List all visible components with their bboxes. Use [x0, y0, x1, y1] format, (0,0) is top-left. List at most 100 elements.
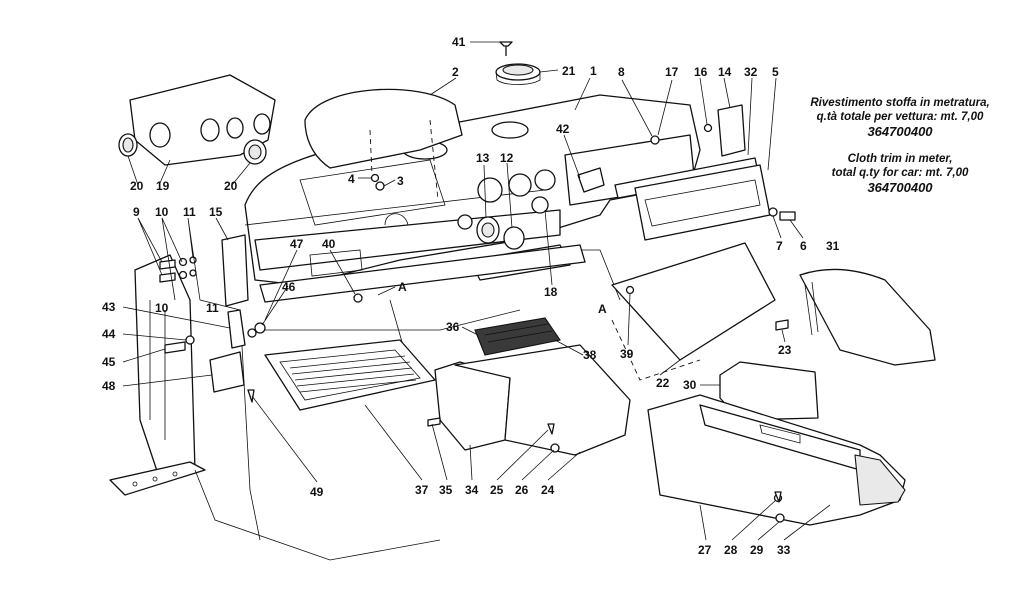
- callout: 37: [415, 483, 429, 497]
- callout: 12: [500, 151, 514, 165]
- glovebox-lid-inner: [644, 179, 761, 227]
- leader-lines: [122, 41, 831, 541]
- callout: 11: [206, 301, 219, 315]
- callout: 26: [515, 483, 529, 497]
- callout: 41: [452, 35, 466, 49]
- callout: 30: [683, 378, 697, 392]
- note-en-code: 364700400: [867, 180, 933, 195]
- callout: 14: [718, 65, 732, 79]
- callout: 9: [133, 205, 140, 219]
- callout: 10: [155, 301, 169, 315]
- washer-26: [550, 443, 560, 453]
- callout: 13: [476, 151, 490, 165]
- section-mark-arrow: [377, 286, 396, 296]
- callout: 48: [102, 379, 116, 393]
- note-it-line1: Rivestimento stoffa in metratura,: [810, 97, 990, 109]
- callout: 27: [698, 543, 712, 557]
- side-panel-24: [454, 344, 631, 456]
- callout: 25: [490, 483, 504, 497]
- storage-box-30: [719, 361, 819, 421]
- screw-25: [547, 423, 555, 435]
- hood-fit-line: [369, 119, 439, 201]
- pedal-cover-38: [474, 317, 561, 356]
- section-mark-a: A: [598, 302, 607, 316]
- note-english: Cloth trim in meter, total q.ty for car:…: [790, 152, 1010, 196]
- instrument-hood: [304, 88, 463, 169]
- clip-40: [353, 293, 363, 303]
- bracket-14: [717, 104, 746, 157]
- screw-41: [499, 41, 513, 56]
- note-it-line2: q.tà totale per vettura: mt. 7,00: [816, 111, 984, 123]
- fastener-17: [650, 135, 660, 145]
- washer-29: [775, 513, 785, 523]
- screw-23: [775, 319, 789, 331]
- screw-28: [774, 491, 782, 503]
- side-panel-22: [611, 242, 776, 361]
- callout: 3: [397, 174, 404, 188]
- callout: 46: [282, 280, 296, 294]
- nut-4: [370, 173, 380, 183]
- knob-12: [503, 226, 525, 250]
- callout: 40: [322, 237, 336, 251]
- clip-16: [703, 123, 713, 133]
- panel-fit-line: [611, 319, 701, 381]
- callout: 42: [556, 122, 570, 136]
- callout: 28: [724, 543, 738, 557]
- callout: 33: [777, 543, 791, 557]
- bracket-42: [577, 167, 605, 193]
- callout: 2: [452, 65, 459, 79]
- nut-47: [247, 328, 257, 338]
- callout: 21: [562, 64, 576, 78]
- callout: 35: [439, 483, 453, 497]
- callout: 22: [656, 376, 670, 390]
- callout: 39: [620, 347, 634, 361]
- fastener-group-9-11: [159, 256, 197, 283]
- callout: 15: [209, 205, 223, 219]
- callout: 44: [102, 327, 116, 341]
- callout: 36: [446, 320, 460, 334]
- callout: 6: [800, 239, 807, 253]
- callout: 11: [183, 205, 196, 219]
- callout: 8: [618, 65, 625, 79]
- washer-3: [375, 181, 385, 191]
- callout: 23: [778, 343, 792, 357]
- washer-44: [185, 335, 195, 345]
- callout: 32: [744, 65, 758, 79]
- callout: 24: [541, 483, 555, 497]
- note-it-code: 364700400: [867, 124, 933, 139]
- callout: 7: [776, 239, 783, 253]
- floor-mat-37: [264, 339, 436, 411]
- callout: 1: [590, 64, 597, 78]
- screw-35: [427, 417, 441, 427]
- section-mark-a: A: [398, 280, 407, 294]
- knob-13-center: [481, 222, 495, 238]
- callout: 20: [224, 179, 238, 193]
- callout: 49: [310, 485, 324, 499]
- screw-49: [247, 389, 255, 403]
- fastener-39: [625, 285, 635, 295]
- cloth-trim-31: [799, 268, 936, 366]
- screw-6: [779, 211, 796, 221]
- callout: 10: [155, 205, 169, 219]
- note-italian: Rivestimento stoffa in metratura, q.tà t…: [790, 96, 1010, 140]
- callout: 47: [290, 237, 304, 251]
- plate-48: [209, 351, 245, 393]
- callout: 43: [102, 300, 116, 314]
- callout: 29: [750, 543, 764, 557]
- callout: 16: [694, 65, 708, 79]
- callout: 19: [156, 179, 170, 193]
- callout: 4: [348, 172, 355, 186]
- washer-7: [768, 207, 778, 217]
- callout: 45: [102, 355, 116, 369]
- air-duct: [118, 74, 276, 166]
- speaker-grille: [495, 63, 541, 85]
- washer-46: [254, 322, 266, 334]
- pedal-cover-ribs: [484, 323, 553, 343]
- callout: 20: [130, 179, 144, 193]
- callout: 5: [772, 65, 779, 79]
- callout: 38: [583, 348, 597, 362]
- vehicle-frame: [109, 249, 621, 561]
- callout: 34: [465, 483, 479, 497]
- center-console: [647, 394, 906, 526]
